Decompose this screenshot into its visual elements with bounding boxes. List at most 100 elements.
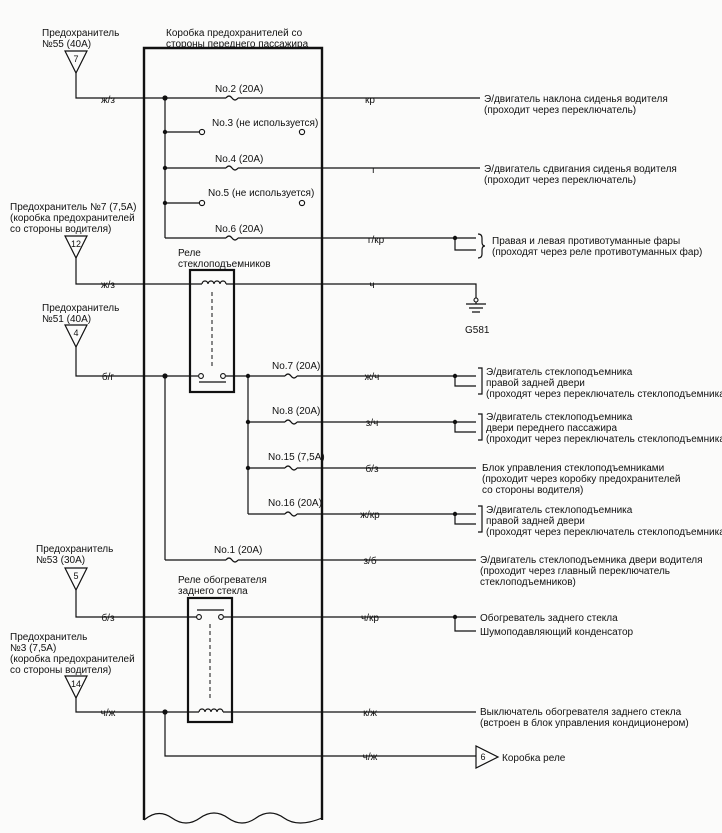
fuse-4-desc-line1: Э/двигатель сдвигания сиденья водителя <box>484 164 677 175</box>
source-51-label-line1: Предохранитель <box>42 303 119 314</box>
source-3-label-line1: Предохранитель <box>10 632 87 643</box>
source-3-label-line4: со стороны водителя) <box>10 665 111 676</box>
relay-2-coil-wire-color: к/ж <box>363 708 377 719</box>
fuse-6-split <box>454 237 476 251</box>
fuse-15-desc-line3: со стороны водителя) <box>482 485 583 496</box>
fuse-5-label: No.5 (не используется) <box>208 188 314 199</box>
fuse-15-symbol <box>284 465 298 471</box>
relay-2-box <box>186 596 234 724</box>
fuse-16-bracket <box>478 505 483 533</box>
source-55-wire <box>75 73 165 99</box>
fuse-1-desc-line2: (проходит через главный переключатель <box>480 566 670 577</box>
source-55-number: 7 <box>73 54 78 64</box>
source-53-wire-color: б/з <box>101 612 115 624</box>
fuse-6-desc-line1: Правая и левая противотуманные фары <box>492 235 680 247</box>
fuse-15-label: No.15 (7,5A) <box>268 452 325 463</box>
fuse-3-contact-right <box>298 128 306 136</box>
source-51-number: 4 <box>73 328 78 338</box>
fuse-6-label: No.6 (20A) <box>215 224 263 235</box>
fuse-4-label: No.4 (20A) <box>215 154 263 165</box>
relay-2-contact-left <box>196 614 202 620</box>
fuse-8-split <box>454 421 476 433</box>
source-53-label-line1: Предохранитель <box>36 544 113 555</box>
source-55-label-line2: №55 (40А) <box>42 39 91 50</box>
source-55-label-line1: Предохранитель <box>42 28 119 39</box>
fuse-3-contact-left <box>198 128 206 136</box>
source-55-wire-color: ж/з <box>101 95 115 106</box>
fuse-2-label: No.2 (20A) <box>215 84 263 95</box>
relay-1-coil <box>201 280 227 285</box>
fuse-16-label: No.16 (20A) <box>268 498 322 509</box>
relay-2-label-line2: заднего стекла <box>178 586 248 597</box>
source-53-wire <box>75 590 198 618</box>
fuse-box-outline <box>142 46 324 820</box>
fuse-7-split <box>454 375 476 387</box>
source-55-triangle <box>64 50 88 75</box>
source-51-label-line2: №51 (40А) <box>42 314 91 325</box>
source-7-triangle <box>64 235 88 260</box>
fuse-8-desc-line1: Э/двигатель стеклоподъемника <box>486 412 633 423</box>
fuse-6-desc-line2: (проходят через реле противотуманных фар… <box>492 246 702 258</box>
fuse-4-wire-color: г <box>372 165 376 176</box>
source-3-number: 14 <box>71 679 81 689</box>
fuse-4-desc-line2: (проходит через переключатель) <box>484 175 636 186</box>
source-7-wire-color: ж/з <box>101 280 115 291</box>
fuse-16-desc-line1: Э/двигатель стеклоподъемника <box>486 505 633 516</box>
fuse-6-wire-color: г/кр <box>368 235 385 246</box>
source-3-label-line3: (коробка предохранителей <box>10 653 135 665</box>
fuse-2-wire-color: кр <box>365 95 375 106</box>
fuse-16-wire-color: ж/кр <box>360 510 380 521</box>
relay-2-coil <box>198 708 224 713</box>
relay-box-label: Коробка реле <box>502 752 566 764</box>
fuse-3-label: No.3 (не используется) <box>212 118 318 129</box>
relay-2-coil-desc-line2: (встроен в блок управления кондиционером… <box>480 717 689 729</box>
fuse-box-title-line2: стороны переднего пассажира <box>166 39 309 50</box>
fuse-7-wire-color: ж/ч <box>365 372 380 383</box>
source-53-triangle <box>64 567 88 592</box>
source-7-label-line1: Предохранитель №7 (7,5А) <box>10 202 136 213</box>
source-53-number: 5 <box>73 571 78 581</box>
source-7-label-line2: (коробка предохранителей <box>10 212 135 224</box>
source-51-triangle <box>64 324 88 349</box>
fuse-2-desc-line1: Э/двигатель наклона сиденья водителя <box>484 94 668 105</box>
source-7-wire <box>75 258 194 285</box>
fuse-1-label: No.1 (20A) <box>214 545 262 556</box>
fuse-box-title-line1: Коробка предохранителей со <box>166 27 303 39</box>
fuse-1-desc-line1: Э/двигатель стеклоподъемника двери водит… <box>480 555 703 566</box>
fuse-2-symbol <box>225 95 239 101</box>
fuse-16-desc-line3: (проходят через переключатель стеклоподъ… <box>486 527 722 538</box>
fuse-5-contact-right <box>298 199 306 207</box>
fuse-1-symbol <box>225 557 239 563</box>
relay-2-coil-desc-line1: Выключатель обогревателя заднего стекла <box>480 706 682 718</box>
fuse-15-desc-line2: (проходит через коробку предохранителей <box>482 473 680 485</box>
fuse-16-split <box>454 513 476 525</box>
fuse-15-wire-color: б/з <box>365 463 379 475</box>
fuse-6-symbol <box>225 235 239 241</box>
relay-2-out-split <box>454 616 476 632</box>
source-7-number: 12 <box>71 239 81 249</box>
fuse-7-desc-line1: Э/двигатель стеклоподъемника <box>486 367 633 378</box>
source-51-wire-color: б/г <box>102 371 115 383</box>
fuse-5-contact-left <box>198 199 206 207</box>
relay-2-contact-right <box>218 614 224 620</box>
fuse-7-bracket <box>478 367 483 395</box>
source-7-label-line3: со стороны водителя) <box>10 224 111 235</box>
relay-2-out-desc-line2: Шумоподавляющий конденсатор <box>480 627 634 638</box>
fuse-7-desc-line3: (проходят через переключатель стеклоподъ… <box>486 389 722 400</box>
source-3-wire <box>75 698 199 713</box>
fuse-15-desc-line1: Блок управления стеклоподъемниками <box>482 463 664 474</box>
fuse-1-desc-line3: стеклоподъемников) <box>480 577 576 588</box>
relay-1-label-line2: стеклоподъемников <box>178 259 271 270</box>
fuse-7-label: No.7 (20A) <box>272 361 320 372</box>
fuse-8-wire-color: з/ч <box>366 418 379 429</box>
source-3-triangle <box>64 675 88 700</box>
relay-2-out-desc-line1: Обогреватель заднего стекла <box>480 612 618 624</box>
fuse-8-desc-line3: (проходит через переключатель стеклоподъ… <box>486 434 722 445</box>
fuse-2-desc-line2: (проходит через переключатель) <box>484 105 636 116</box>
fuse-4-symbol <box>225 165 239 171</box>
fuse-8-symbol <box>284 419 298 425</box>
fuse-7-desc-line2: правой задней двери <box>486 378 585 389</box>
relay-1-box <box>188 268 236 394</box>
fuse-7-symbol <box>284 373 298 379</box>
